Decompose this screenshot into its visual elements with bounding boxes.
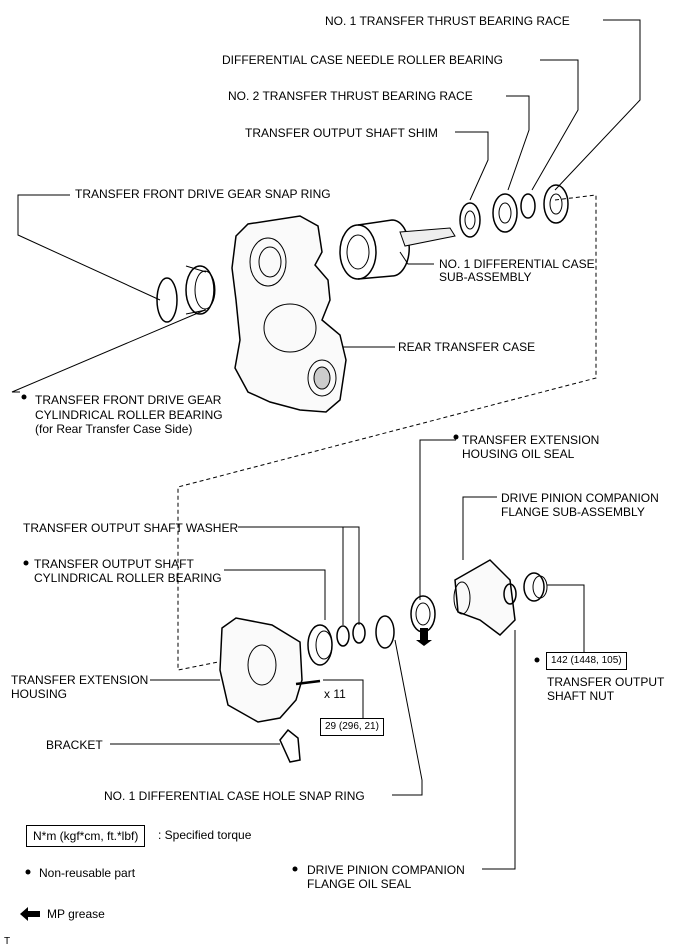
label-ext-oil-seal-line2: HOUSING OIL SEAL: [462, 447, 575, 461]
ext-housing-part: [219, 617, 303, 723]
legend-torque-desc: : Specified torque: [158, 828, 252, 842]
label-ext-housing-line2: HOUSING: [11, 687, 68, 701]
race-1-part: [543, 184, 569, 224]
label-rear-case: REAR TRANSFER CASE: [398, 340, 536, 354]
legend-grease-desc: MP grease: [47, 907, 105, 921]
label-front-drive-snap-ring: TRANSFER FRONT DRIVE GEAR SNAP RING: [75, 187, 331, 201]
nut-part: [523, 572, 545, 602]
label-flange-oil-seal-line1: DRIVE PINION COMPANION: [307, 863, 465, 877]
label-bracket: BRACKET: [46, 738, 103, 752]
washer-part-1: [336, 625, 350, 647]
label-front-bearing-line2: CYLINDRICAL ROLLER BEARING: [35, 408, 223, 422]
label-companion-flange-line2: FLANGE SUB-ASSEMBLY: [501, 505, 645, 519]
leader-hole-snap-ring: [392, 639, 423, 796]
hole-snap-ring-part: [375, 615, 395, 649]
corner-mark: T: [4, 936, 11, 947]
leader-diff-case: [399, 251, 434, 265]
bullet-icons: [21, 394, 540, 875]
label-diff-case-line2: SUB-ASSEMBLY: [439, 270, 532, 284]
label-needle-bearing: DIFFERENTIAL CASE NEEDLE ROLLER BEARING: [222, 53, 503, 67]
label-output-washer: TRANSFER OUTPUT SHAFT WASHER: [23, 521, 239, 535]
needle-part: [520, 193, 536, 219]
grease-arrow-icon: [416, 628, 432, 646]
leader-thrust-race-1: [554, 19, 641, 191]
label-ext-oil-seal-line1: TRANSFER EXTENSION: [462, 433, 600, 447]
label-output-shim: TRANSFER OUTPUT SHAFT SHIM: [245, 126, 438, 140]
output-bearing-part: [307, 624, 333, 666]
leader-companion-flange: [462, 496, 497, 560]
leader-bolt: [323, 679, 364, 718]
leader-output-shim: [455, 131, 489, 201]
label-thrust-race-1: NO. 1 TRANSFER THRUST BEARING RACE: [325, 14, 570, 28]
diff-case-part: [339, 224, 377, 280]
label-front-bearing-line1: TRANSFER FRONT DRIVE GEAR: [35, 393, 222, 407]
legend-torque-box: N*m (kgf*cm, ft.*lbf): [26, 825, 146, 847]
leader-nut: [547, 584, 585, 652]
bracket-part: [279, 728, 301, 763]
leader-flange-oil-seal: [482, 630, 516, 870]
label-flange-oil-seal-line2: FLANGE OIL SEAL: [307, 877, 412, 891]
torque-box-nut: 142 (1448, 105): [546, 652, 627, 670]
washer-part-2: [352, 622, 366, 644]
label-output-nut-line2: SHAFT NUT: [547, 689, 615, 703]
leader-output-washer: [238, 526, 360, 625]
legend-grease-arrow-icon: [20, 907, 40, 921]
label-output-bearing-line2: CYLINDRICAL ROLLER BEARING: [34, 571, 222, 585]
torque-box-bolt: 29 (296, 21): [320, 718, 384, 736]
flange-oil-seal-part: [503, 583, 517, 605]
shim-part: [459, 202, 481, 238]
label-ext-housing-line1: TRANSFER EXTENSION: [11, 673, 149, 687]
leader-needle-bearing: [531, 59, 579, 191]
leader-ext-oil-seal: [419, 439, 456, 600]
label-thrust-race-2: NO. 2 TRANSFER THRUST BEARING RACE: [228, 89, 473, 103]
leader-snap-ring: [17, 194, 161, 301]
label-front-bearing-line3: (for Rear Transfer Case Side): [35, 422, 193, 436]
label-output-bearing-line1: TRANSFER OUTPUT SHAFT: [34, 557, 194, 571]
snap-ring-part: [156, 277, 178, 323]
label-qty-x11: x 11: [324, 687, 346, 701]
leader-thrust-race-2: [506, 95, 530, 191]
rear-case-part: [231, 215, 347, 413]
label-companion-flange-line1: DRIVE PINION COMPANION: [501, 491, 659, 505]
companion-flange-part: [454, 559, 516, 636]
legend-nonreusable-desc: Non-reusable part: [39, 866, 136, 880]
leader-front-bearing: [11, 309, 206, 393]
label-hole-snap-ring: NO. 1 DIFFERENTIAL CASE HOLE SNAP RING: [104, 789, 365, 803]
race-2-part: [492, 193, 518, 233]
leader-output-bearing: [224, 569, 326, 620]
label-output-nut-line1: TRANSFER OUTPUT: [547, 675, 665, 689]
ext-oil-seal-part: [410, 595, 436, 633]
label-diff-case-line1: NO. 1 DIFFERENTIAL CASE: [439, 257, 595, 271]
